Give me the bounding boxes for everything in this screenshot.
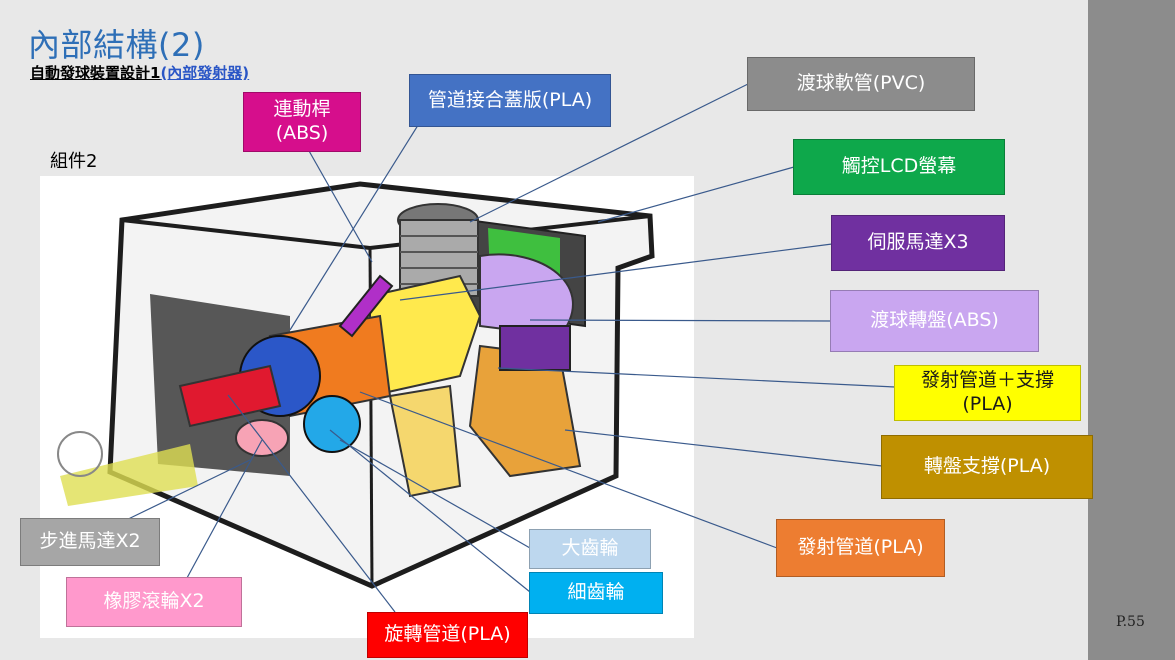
callout-line1: 觸控LCD螢幕 <box>841 155 957 178</box>
callout-line2: (PLA) <box>962 393 1013 415</box>
callout-turntable: 渡球轉盤(ABS) <box>830 290 1039 352</box>
page-title: 內部結構(2) <box>28 26 205 64</box>
callout-launch-pipe-support: 發射管道＋支撐(PLA) <box>894 365 1081 421</box>
callout-line1: 轉盤支撐(PLA) <box>923 455 1051 478</box>
callout-line1: 旋轉管道(PLA) <box>384 623 511 646</box>
subtitle-paren: (內部發射器) <box>160 64 250 82</box>
callout-line1: 發射管道(PLA) <box>797 536 924 559</box>
callout-launch-pipe: 發射管道(PLA) <box>776 519 945 577</box>
callout-line1: 步進馬達X2 <box>39 530 141 553</box>
callout-small-gear: 細齒輪 <box>529 572 663 614</box>
callout-stepper: 步進馬達X2 <box>20 518 160 566</box>
rubber-wheel-sketch <box>235 419 289 457</box>
page-subtitle: 自動發球裝置設計1(內部發射器) <box>30 62 249 83</box>
callout-turntable-support: 轉盤支撐(PLA) <box>881 435 1093 499</box>
callout-rubber-wheel: 橡膠滾輪X2 <box>66 577 242 627</box>
callout-rotating-pipe: 旋轉管道(PLA) <box>367 612 528 658</box>
subtitle-main: 自動發球裝置設計1 <box>30 64 161 82</box>
callout-lcd: 觸控LCD螢幕 <box>793 139 1005 195</box>
callout-pipe-cover: 管道接合蓋版(PLA) <box>409 74 611 127</box>
callout-line1: 細齒輪 <box>567 581 625 604</box>
callout-line1: 大齒輪 <box>561 537 619 560</box>
group-label: 組件2 <box>50 151 98 172</box>
right-side-bar <box>1088 0 1175 660</box>
callout-line1: 渡球軟管(PVC) <box>796 72 926 95</box>
servo-sketch <box>499 325 571 371</box>
callout-hose: 渡球軟管(PVC) <box>747 57 975 111</box>
ball-sketch <box>57 431 103 477</box>
callout-line1: 橡膠滾輪X2 <box>103 590 205 613</box>
callout-line1: 伺服馬達X3 <box>867 231 969 254</box>
callout-line1: 發射管道＋支撐 <box>920 369 1054 392</box>
callout-line1: 管道接合蓋版(PLA) <box>427 88 593 111</box>
callout-line2: (ABS) <box>275 122 329 144</box>
callout-linkage-rod: 連動桿(ABS) <box>243 92 361 152</box>
callout-servo: 伺服馬達X3 <box>831 215 1005 271</box>
callout-line1: 連動桿 <box>273 98 331 121</box>
callout-big-gear: 大齒輪 <box>529 529 651 569</box>
page-number: P.55 <box>1116 614 1145 630</box>
callout-line1: 渡球轉盤(ABS) <box>870 309 999 332</box>
small-gear-sketch <box>303 395 361 453</box>
